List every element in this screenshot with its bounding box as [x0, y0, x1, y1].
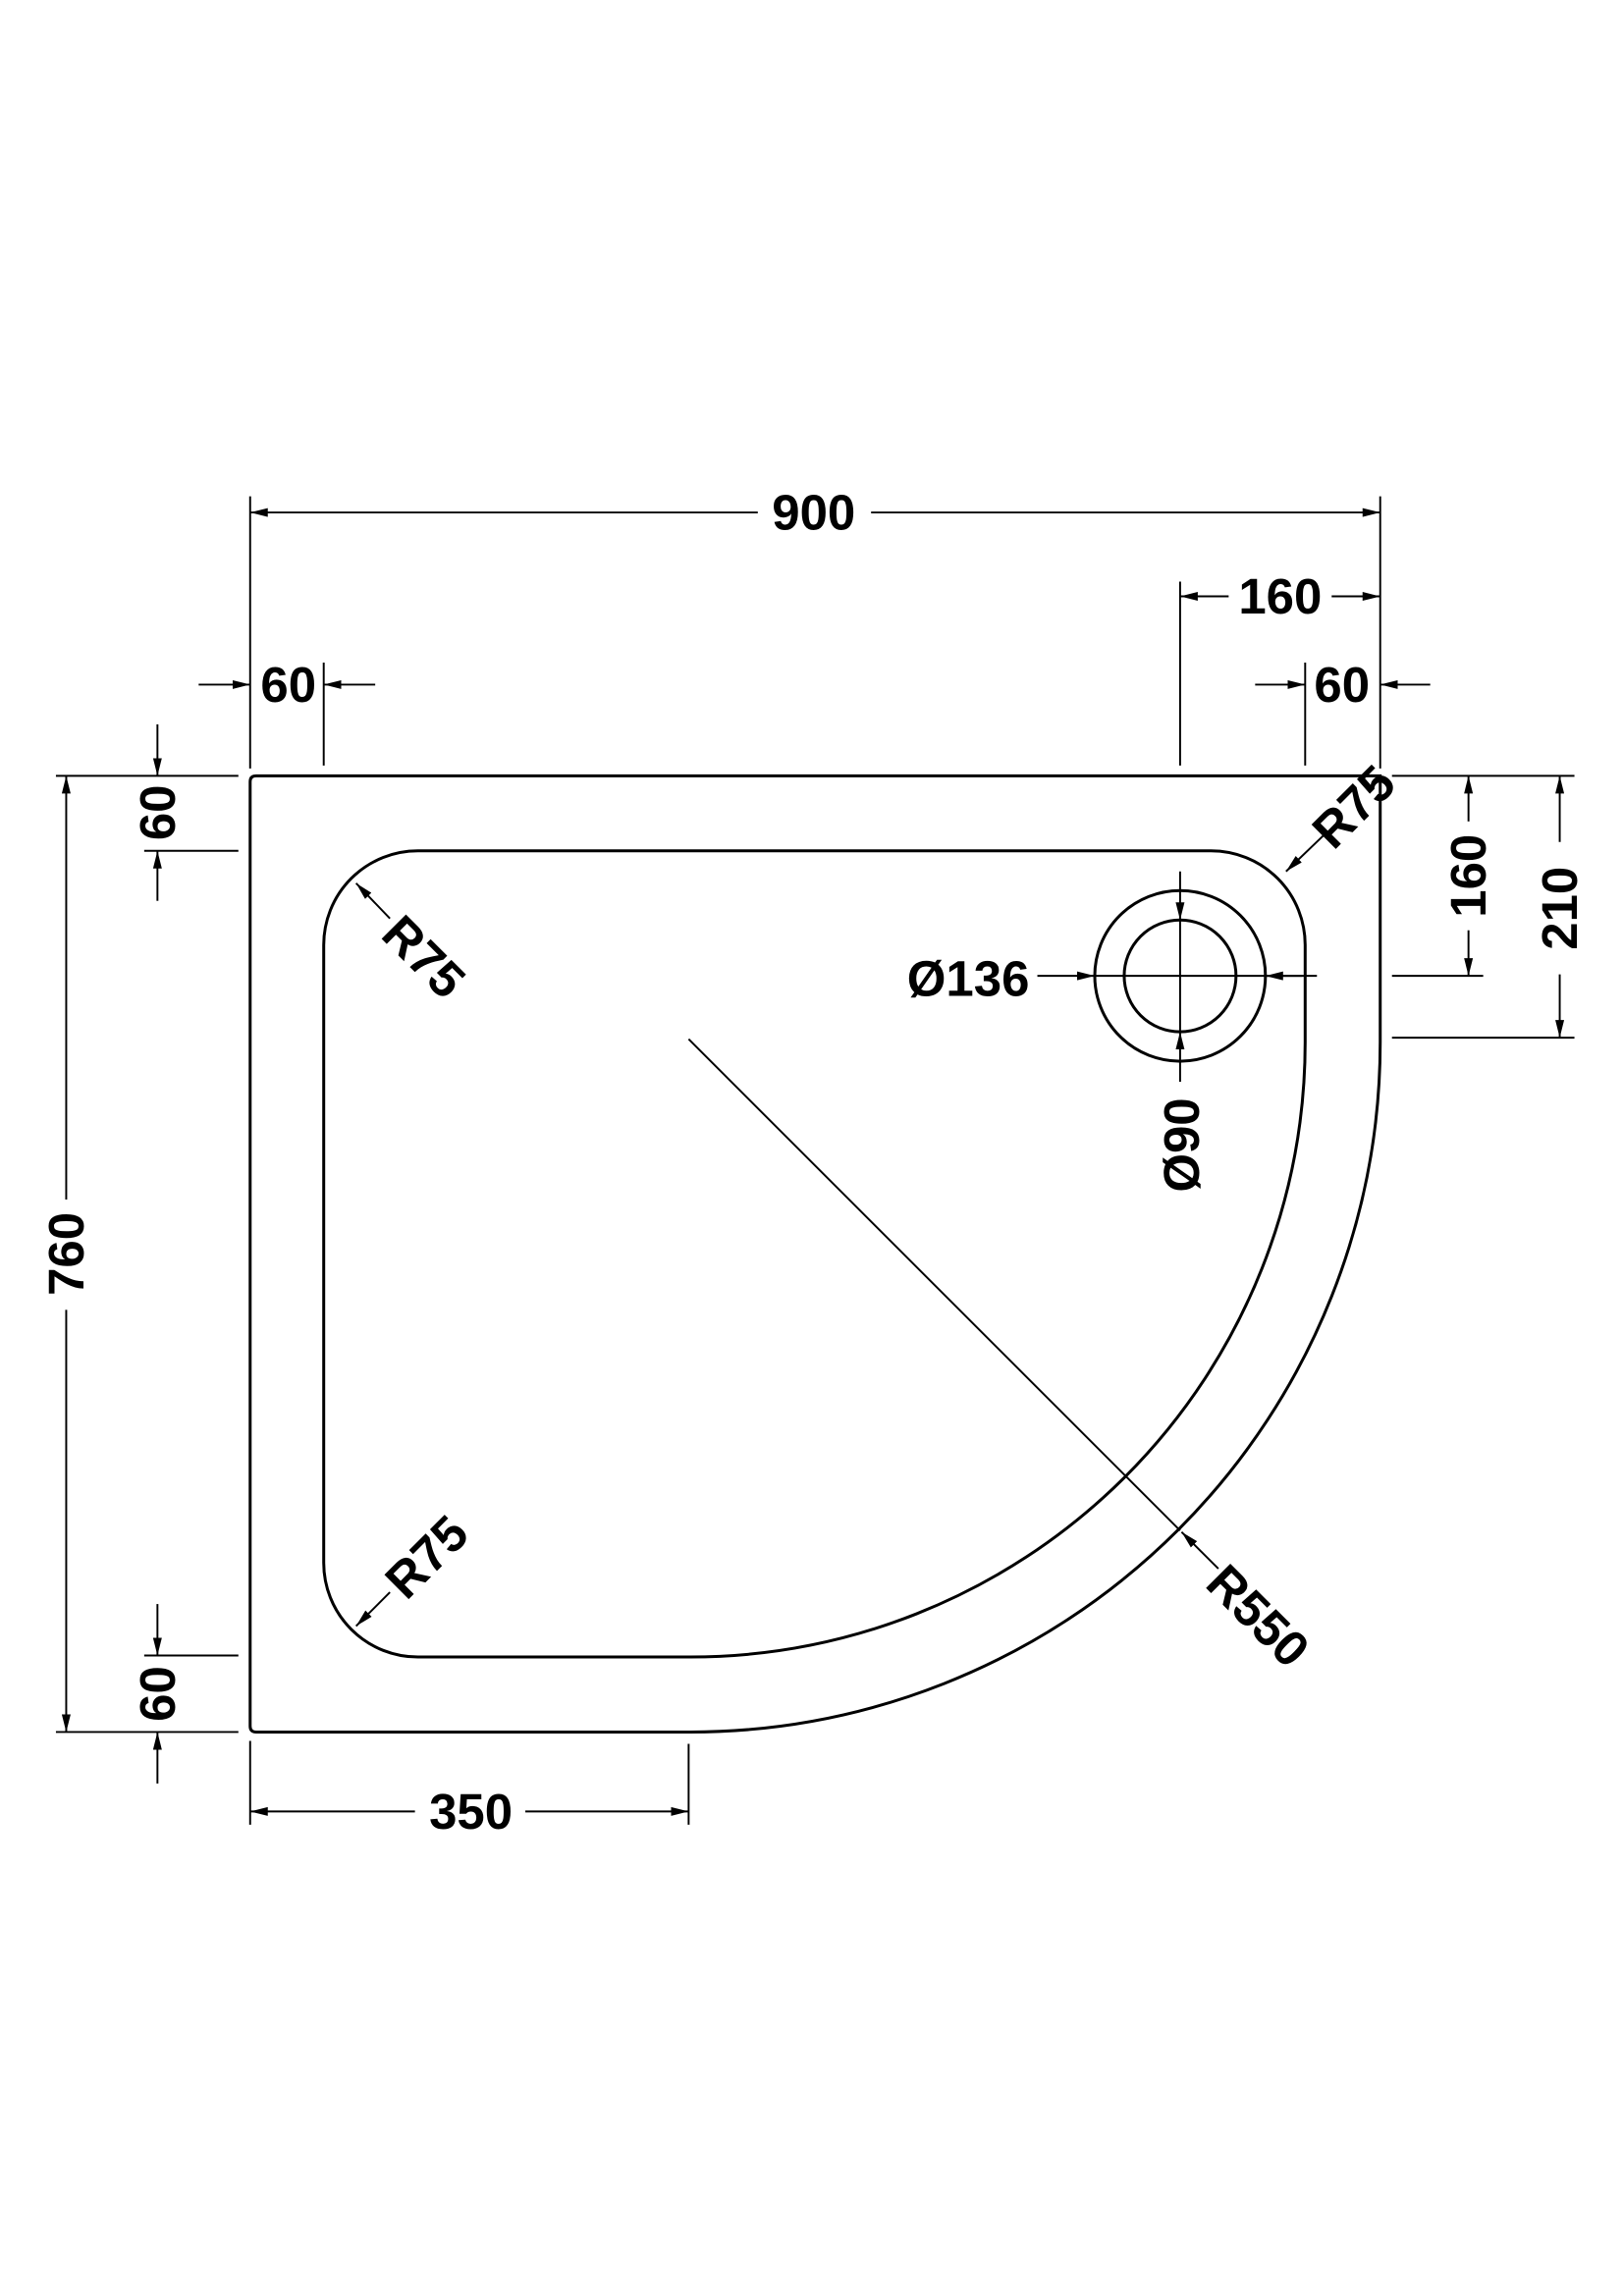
tray-basin-outline	[322, 849, 1307, 1659]
dim-radius-top-left: R75	[354, 882, 476, 1009]
dim-waste-outer: Ø136	[907, 951, 1303, 1007]
tray-outline	[248, 774, 1382, 1734]
dim-rim-top: 60	[130, 723, 186, 901]
dim-waste-inner: Ø90	[1154, 871, 1210, 1193]
dim-rim-right: 60	[1255, 657, 1431, 713]
svg-text:160: 160	[1238, 568, 1322, 624]
dim-radius-bottom-left: R75	[354, 1505, 479, 1628]
dim-waste-offset-y: 160	[1440, 775, 1496, 977]
dim-overall-width: 900	[249, 485, 1380, 541]
svg-text:160: 160	[1440, 834, 1496, 918]
dim-rim-bottom: 60	[130, 1604, 186, 1784]
svg-text:60: 60	[130, 784, 186, 840]
svg-text:R75: R75	[1302, 755, 1406, 859]
svg-text:60: 60	[130, 1666, 186, 1722]
svg-text:Ø90: Ø90	[1154, 1097, 1210, 1192]
svg-text:R550: R550	[1196, 1554, 1320, 1678]
dim-straight-right: 210	[1532, 775, 1588, 1039]
svg-text:60: 60	[1314, 657, 1370, 713]
svg-text:Ø136: Ø136	[907, 951, 1030, 1007]
dim-rim-left: 60	[198, 657, 376, 713]
svg-text:350: 350	[429, 1784, 513, 1840]
dim-radius-top-right: R75	[1285, 755, 1406, 873]
svg-text:900: 900	[772, 485, 855, 541]
dim-waste-offset-x: 160	[1179, 568, 1380, 624]
dim-straight-bottom: 350	[249, 1784, 689, 1840]
svg-text:R75: R75	[374, 1505, 478, 1609]
svg-text:60: 60	[260, 657, 316, 713]
svg-text:R75: R75	[371, 904, 475, 1008]
svg-text:210: 210	[1532, 867, 1588, 950]
svg-text:760: 760	[38, 1212, 94, 1296]
dim-radius-curve: R550	[687, 1038, 1321, 1678]
dim-overall-depth: 760	[38, 775, 94, 1733]
